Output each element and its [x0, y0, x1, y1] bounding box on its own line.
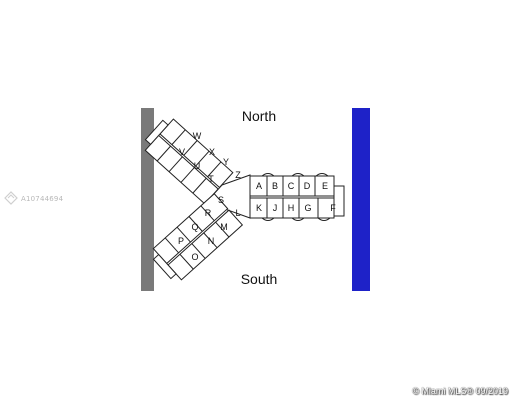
- unit-label-j: J: [273, 203, 278, 213]
- unit-label-l: L: [235, 208, 240, 218]
- unit-label-x: X: [209, 147, 215, 157]
- east-wing: [249, 173, 345, 221]
- unit-label-n: N: [208, 236, 215, 246]
- unit-label-z: Z: [235, 170, 241, 180]
- northwest-wing: [144, 118, 234, 205]
- north-label: North: [242, 108, 276, 124]
- unit-label-m: M: [220, 222, 228, 232]
- unit-label-u: U: [194, 161, 201, 171]
- east-water-strip: [352, 108, 370, 291]
- unit-label-f: F: [330, 203, 336, 213]
- unit-label-y: Y: [223, 157, 229, 167]
- southwest-wing: [152, 193, 244, 281]
- listing-id: A10744694: [21, 195, 64, 203]
- unit-label-g: G: [304, 203, 311, 213]
- south-label: South: [241, 271, 278, 287]
- unit-label-r: R: [205, 208, 212, 218]
- unit-label-t: T: [208, 174, 214, 184]
- unit-label-a: A: [256, 181, 262, 191]
- unit-label-k: K: [256, 203, 262, 213]
- unit-label-h: H: [288, 203, 295, 213]
- copyright-watermark: © Miami MLS® 09/2019: [412, 386, 508, 396]
- unit-label-e: E: [322, 181, 328, 191]
- unit-label-w: W: [193, 131, 202, 141]
- unit-label-v: V: [179, 147, 185, 157]
- unit-label-d: D: [304, 181, 311, 191]
- unit-label-q: Q: [191, 222, 198, 232]
- unit-label-s: S: [218, 195, 224, 205]
- unit-label-b: B: [272, 181, 278, 191]
- unit-label-c: C: [288, 181, 295, 191]
- mls-logo-icon: [4, 191, 18, 205]
- unit-label-p: P: [178, 236, 184, 246]
- unit-label-o: O: [191, 252, 198, 262]
